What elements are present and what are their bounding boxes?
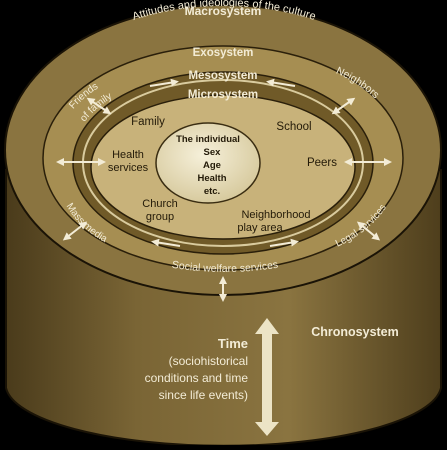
individual-line-1: The individual (176, 134, 240, 145)
individual-center (155, 122, 261, 204)
legal-double-arrow (356, 221, 381, 241)
massmedia-double-arrow (62, 221, 88, 241)
setting-church-2: group (146, 211, 174, 223)
mesosystem-arrows (149, 78, 299, 247)
macrosystem-label: Macrosystem (185, 4, 262, 18)
setting-school: School (276, 121, 311, 133)
time-title: Time (218, 336, 248, 351)
individual-line-4: Health (197, 173, 226, 184)
microsystem-label: Microsystem (188, 89, 258, 101)
exo-social-welfare: Social welfare services (171, 259, 279, 275)
setting-family: Family (131, 116, 165, 128)
individual-line-2: Sex (204, 147, 222, 158)
chronosystem-label: Chronosystem (311, 325, 399, 339)
exosystem-label: Exosystem (193, 47, 254, 59)
time-line-3: since life events) (159, 388, 248, 402)
mesosystem-label: Mesosystem (188, 70, 257, 82)
setting-health-2: services (108, 162, 149, 174)
connector-arrows (56, 97, 392, 302)
setting-neighborhood-1: Neighborhood (241, 209, 310, 221)
time-arrow (255, 318, 279, 436)
setting-neighborhood-2: play area (237, 222, 283, 234)
individual-line-5: etc. (204, 186, 220, 197)
time-line-2: conditions and time (145, 371, 249, 385)
setting-peers: Peers (307, 157, 337, 169)
individual-line-3: Age (203, 160, 221, 171)
time-line-1: (sociohistorical (169, 354, 248, 368)
neighbors-double-arrow (331, 97, 356, 115)
setting-health-1: Health (112, 149, 144, 161)
setting-church-1: Church (142, 198, 177, 210)
friends-double-arrow (86, 97, 112, 115)
